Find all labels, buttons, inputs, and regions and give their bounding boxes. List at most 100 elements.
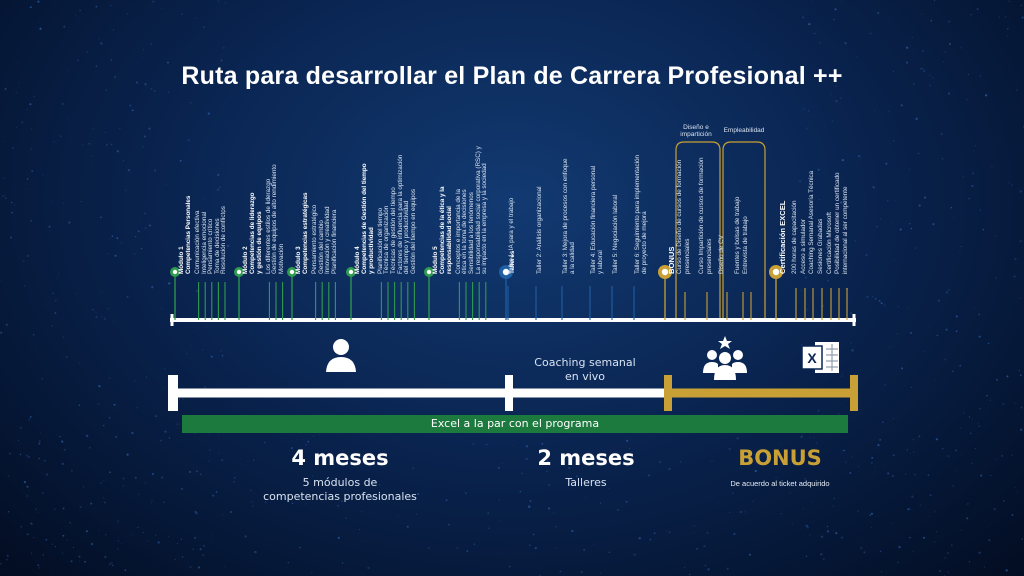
bg-dot bbox=[341, 562, 344, 564]
bg-dot bbox=[107, 307, 110, 310]
bg-dot bbox=[190, 102, 192, 104]
bg-dot bbox=[962, 176, 965, 178]
bg-dot bbox=[872, 271, 874, 273]
bg-dot bbox=[1011, 184, 1013, 186]
bg-dot bbox=[142, 531, 144, 534]
bg-dot bbox=[122, 160, 125, 162]
bg-dot bbox=[841, 158, 844, 162]
bg-dot bbox=[38, 566, 40, 569]
bg-dot bbox=[212, 494, 215, 497]
bg-dot bbox=[56, 434, 58, 436]
bg-dot bbox=[844, 42, 847, 45]
bg-dot bbox=[971, 184, 974, 187]
bg-dot bbox=[313, 435, 315, 437]
bg-dot bbox=[932, 222, 935, 226]
bg-dot bbox=[218, 186, 221, 188]
bg-dot bbox=[961, 453, 963, 455]
bg-dot bbox=[962, 411, 965, 414]
bg-dot bbox=[906, 61, 908, 64]
bg-dot bbox=[983, 519, 985, 521]
bg-dot bbox=[42, 174, 44, 176]
bg-dot bbox=[160, 439, 162, 442]
bg-dot bbox=[971, 418, 974, 420]
bg-dot bbox=[74, 293, 76, 295]
bg-dot bbox=[307, 440, 310, 443]
bg-dot bbox=[63, 25, 66, 28]
bg-dot bbox=[1021, 538, 1024, 540]
bg-dot bbox=[947, 571, 949, 573]
bg-dot bbox=[954, 449, 958, 452]
bg-dot bbox=[853, 260, 855, 262]
bg-dot bbox=[941, 157, 944, 160]
bg-dot bbox=[116, 520, 120, 523]
bg-dot bbox=[995, 378, 998, 381]
bg-dot bbox=[984, 94, 988, 97]
bg-dot bbox=[129, 104, 132, 107]
bg-dot bbox=[909, 536, 911, 539]
bg-dot bbox=[179, 159, 182, 162]
bg-dot bbox=[67, 574, 69, 576]
bg-dot bbox=[898, 545, 901, 549]
bg-dot bbox=[989, 399, 991, 401]
bg-dot bbox=[56, 277, 58, 279]
bg-dot bbox=[904, 473, 907, 475]
bg-dot bbox=[150, 502, 152, 504]
bg-dot bbox=[121, 542, 122, 544]
bg-dot bbox=[218, 452, 220, 454]
bg-dot bbox=[394, 439, 396, 441]
bg-dot bbox=[575, 475, 578, 478]
bg-dot bbox=[161, 476, 164, 479]
group-marker-center bbox=[426, 269, 432, 275]
bg-dot bbox=[923, 350, 925, 353]
bg-dot bbox=[703, 545, 706, 548]
bg-dot bbox=[910, 227, 913, 230]
bg-dot bbox=[923, 70, 925, 72]
bg-dot bbox=[199, 548, 202, 551]
bg-dot bbox=[98, 38, 100, 40]
bg-dot bbox=[889, 346, 891, 348]
bg-dot bbox=[973, 150, 975, 152]
bg-dot bbox=[166, 61, 170, 64]
bg-dot bbox=[105, 143, 108, 146]
bg-dot bbox=[247, 460, 249, 463]
bg-dot bbox=[84, 560, 87, 563]
bg-dot bbox=[412, 467, 415, 470]
bg-dot bbox=[108, 562, 112, 566]
bg-dot bbox=[972, 172, 974, 175]
bg-dot bbox=[877, 11, 880, 15]
bg-dot bbox=[534, 547, 537, 550]
bg-dot bbox=[927, 474, 930, 477]
bg-dot bbox=[26, 178, 29, 180]
bg-dot bbox=[54, 545, 56, 548]
bg-dot bbox=[810, 501, 812, 502]
bg-dot bbox=[153, 1, 155, 3]
bg-dot bbox=[108, 417, 111, 419]
bg-dot bbox=[841, 536, 844, 539]
bg-dot bbox=[33, 536, 35, 539]
bg-dot bbox=[929, 74, 931, 77]
bg-dot bbox=[971, 462, 973, 465]
bg-dot bbox=[933, 0, 936, 2]
bg-dot bbox=[153, 90, 156, 92]
bg-dot bbox=[184, 236, 186, 238]
bg-dot bbox=[800, 249, 803, 252]
bg-dot bbox=[805, 127, 809, 130]
bg-dot bbox=[840, 452, 842, 454]
bg-dot bbox=[555, 547, 557, 549]
bg-dot bbox=[773, 484, 775, 486]
bg-dot bbox=[865, 254, 868, 256]
bg-dot bbox=[936, 531, 938, 533]
bg-dot bbox=[155, 414, 158, 418]
bg-dot bbox=[38, 457, 40, 460]
bg-dot bbox=[647, 474, 651, 477]
bg-dot bbox=[167, 91, 170, 93]
bg-dot bbox=[202, 26, 205, 29]
bg-dot bbox=[254, 550, 257, 554]
bg-dot bbox=[801, 453, 804, 455]
bg-dot bbox=[740, 511, 742, 513]
bg-dot bbox=[892, 70, 895, 72]
bg-dot bbox=[105, 131, 107, 134]
bg-dot bbox=[151, 286, 154, 289]
bg-dot bbox=[909, 508, 911, 511]
